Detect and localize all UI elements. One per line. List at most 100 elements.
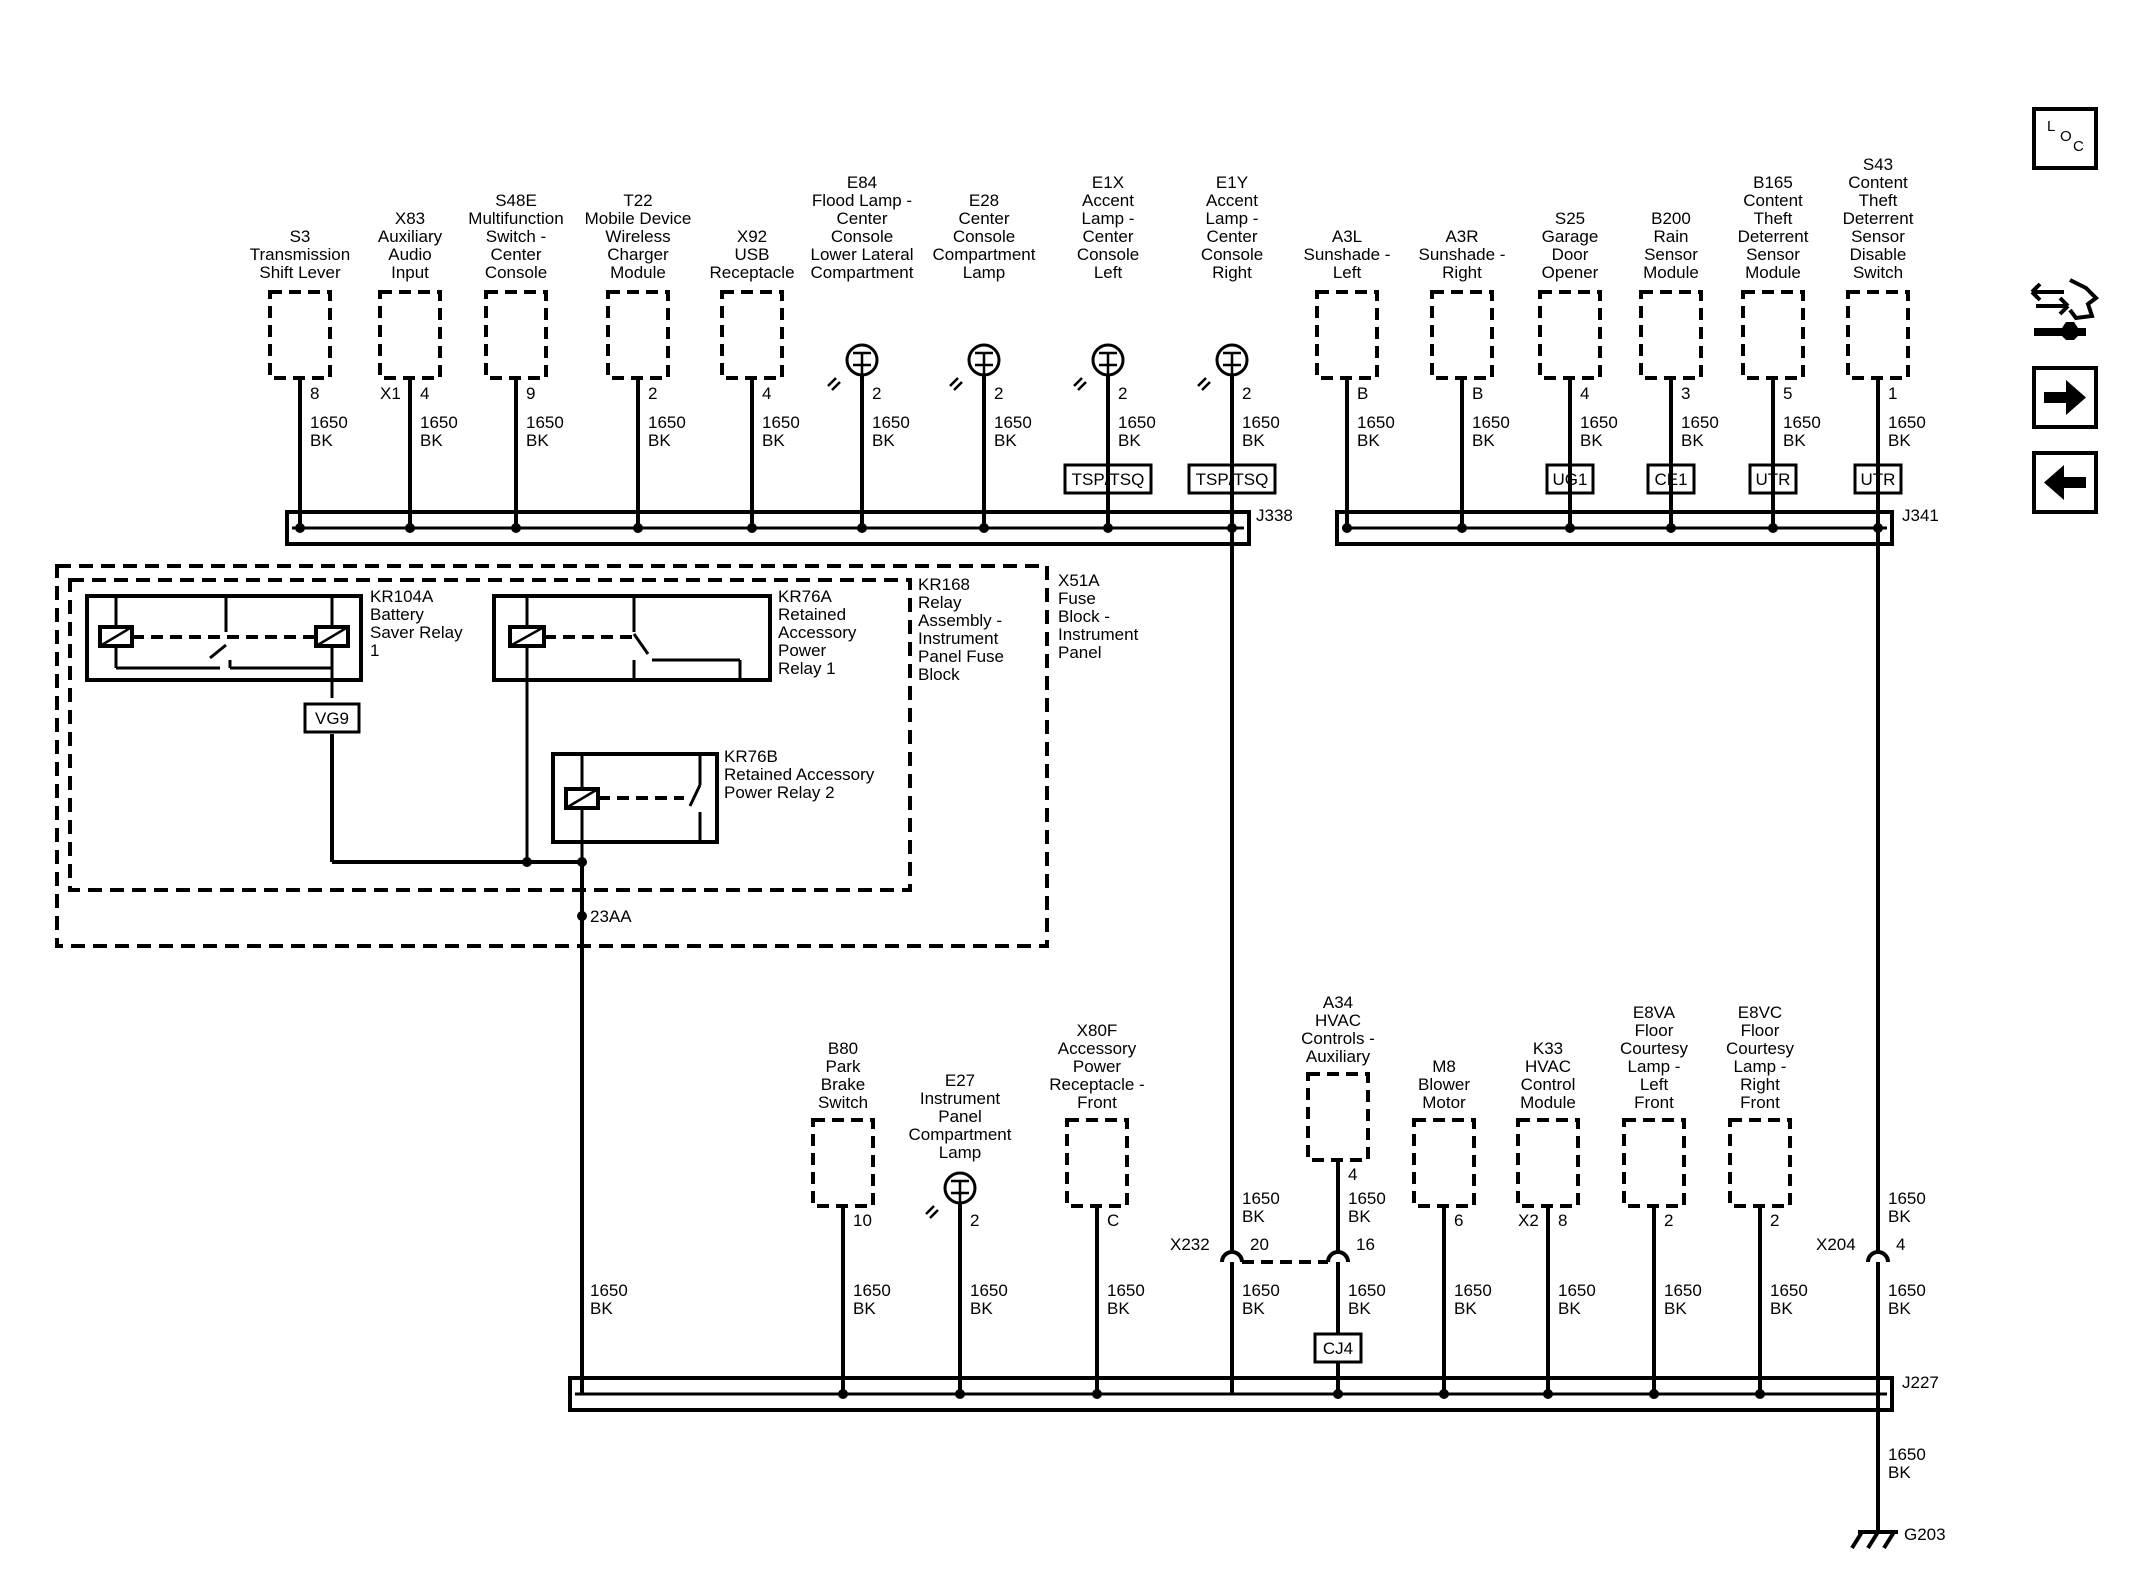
relay-kr76b-box [551,752,719,844]
top-component-9-pin: B [1357,384,1368,403]
top-component-2-wire-label-color: BK [526,431,549,450]
loc-letter-c: C [2073,138,2084,155]
top-component-10-pin: B [1472,384,1483,403]
bottom-component-0-wire-label-circuit: 1650 [853,1281,891,1300]
bottom-component-3-wire-label-lower-circuit: 1650 [1348,1281,1386,1300]
splice-label-j338: J338 [1256,506,1293,525]
fuse-block-label-line: Fuse [1058,589,1096,608]
top-component-14-pin: 1 [1888,384,1897,403]
top-component-3-outline [606,290,670,380]
bottom-component-4-pin: 6 [1454,1211,1463,1230]
top-component-6-name-line: E28 [969,191,999,210]
bottom-component-2-outline [1065,1118,1129,1208]
top-component-9-wire-label-color: BK [1357,431,1380,450]
ground-leg-1 [1850,1530,1864,1550]
top-component-1-wire-label-circuit: 1650 [420,413,458,432]
connector-tool-button[interactable] [2026,270,2102,342]
connector-label-x204: X204 [1816,1235,1856,1254]
ground-leg-2 [1866,1530,1880,1550]
x204-pin: 4 [1896,1235,1905,1254]
top-component-9-outline [1315,290,1379,380]
bottom-component-3-option-label: CJ4 [1323,1339,1353,1358]
top-component-13-name-line: Theft [1754,209,1793,228]
top-component-12-wire-label-circuit: 1650 [1681,413,1719,432]
top-component-13-name-line: Module [1745,263,1801,282]
top-component-12-option-label: CE1 [1654,470,1687,489]
bottom-component-0-outline [811,1118,875,1208]
top-component-10-wire-label-circuit: 1650 [1472,413,1510,432]
top-component-6-lamp-symbol-light-rays [949,377,963,391]
bottom-component-2-wire-label-circuit: 1650 [1107,1281,1145,1300]
top-component-7-name-line: Lamp - [1082,209,1135,228]
node-label-23aa: 23AA [590,907,632,926]
top-component-3-name-line: Wireless [605,227,670,246]
bottom-component-7-wire-label-circuit: 1650 [1770,1281,1808,1300]
top-component-14-name-line: Switch [1853,263,1903,282]
loc-icon: L O C [2047,118,2084,155]
top-component-0-name-line: S3 [290,227,311,246]
bottom-component-0-wire-label-color: BK [853,1299,876,1318]
bottom-component-5-name-line: Control [1521,1075,1576,1094]
bottom-component-6-name-line: Courtesy [1620,1039,1689,1058]
relay-option-vg9 [303,702,361,734]
bottom-component-1-name-line: E27 [945,1071,975,1090]
top-component-7-wire-label-color: BK [1118,431,1141,450]
top-component-8-wire-label-circuit: 1650 [1242,413,1280,432]
top-component-12-name-line: B200 [1651,209,1691,228]
top-component-13-outline [1741,290,1805,380]
wire-label-x232-lower-circuit: 1650 [1242,1281,1280,1300]
bottom-component-2-name-line: Power [1073,1057,1122,1076]
top-component-8-pin: 2 [1242,384,1251,403]
previous-page-button[interactable] [2032,451,2098,514]
top-component-11-outline [1538,290,1602,380]
bottom-component-7-name-line: Front [1740,1093,1780,1112]
bottom-component-6-name-line: Floor [1635,1021,1674,1040]
top-component-6-name-line: Lamp [963,263,1006,282]
top-component-7-option-label: TSP/TSQ [1072,470,1145,489]
top-component-13-name-line: B165 [1753,173,1793,192]
top-component-12-name-line: Module [1643,263,1699,282]
top-component-4-name-line: Receptacle [709,263,794,282]
top-component-1-name-line: X83 [395,209,425,228]
top-component-4-outline [720,290,784,380]
fuse-block-label-line: Instrument [1058,625,1139,644]
next-page-button[interactable] [2032,366,2098,429]
top-component-5-name-line: Compartment [811,263,914,282]
top-component-12-name-line: Sensor [1644,245,1698,264]
connector-x232-arc-2 [1326,1250,1350,1263]
bottom-component-0-pin: 10 [853,1211,872,1230]
top-component-7-name-line: E1X [1092,173,1124,192]
bottom-component-3-option [1313,1332,1363,1364]
top-component-5-pin: 2 [872,384,881,403]
bottom-component-2-pin: C [1107,1211,1119,1230]
top-component-10-name-line: Sunshade - [1419,245,1506,264]
top-component-2-outline [484,290,548,380]
top-component-1-name-line: Auxiliary [378,227,443,246]
top-component-12-option [1646,463,1696,495]
loc-button[interactable]: L O C [2032,107,2098,170]
relay-assembly-label-line: Instrument [918,629,999,648]
loc-letter-o: O [2060,128,2072,145]
ground-leg-3 [1882,1530,1896,1550]
relay-kr104a-label-line: Battery [370,605,424,624]
top-component-8-name-line: Console [1201,245,1263,264]
top-component-6-wire-label-circuit: 1650 [994,413,1032,432]
relay-kr104a-label-line: 1 [370,641,379,660]
x232-pin-top: 20 [1250,1235,1269,1254]
top-component-10-outline [1430,290,1494,380]
top-component-13-option-label: UTR [1756,470,1791,489]
wire-label-x232-upper-color: BK [1242,1207,1265,1226]
top-component-8-wire-label-color: BK [1242,431,1265,450]
bottom-component-0-name-line: Switch [818,1093,868,1112]
bottom-component-4-name-line: Motor [1422,1093,1466,1112]
top-component-10-name-line: Right [1442,263,1482,282]
bottom-component-0-name-line: B80 [828,1039,858,1058]
bottom-component-3-wire-label-lower-color: BK [1348,1299,1371,1318]
top-component-0-wire-label-circuit: 1650 [310,413,348,432]
bottom-component-6-outline [1622,1118,1686,1208]
wire-label-x204-lower-color: BK [1888,1299,1911,1318]
top-component-14-name-line: Content [1848,173,1908,192]
top-component-2-name-line: S48E [495,191,537,210]
top-component-9-name-line: Left [1333,263,1362,282]
node-23aa [577,911,587,921]
